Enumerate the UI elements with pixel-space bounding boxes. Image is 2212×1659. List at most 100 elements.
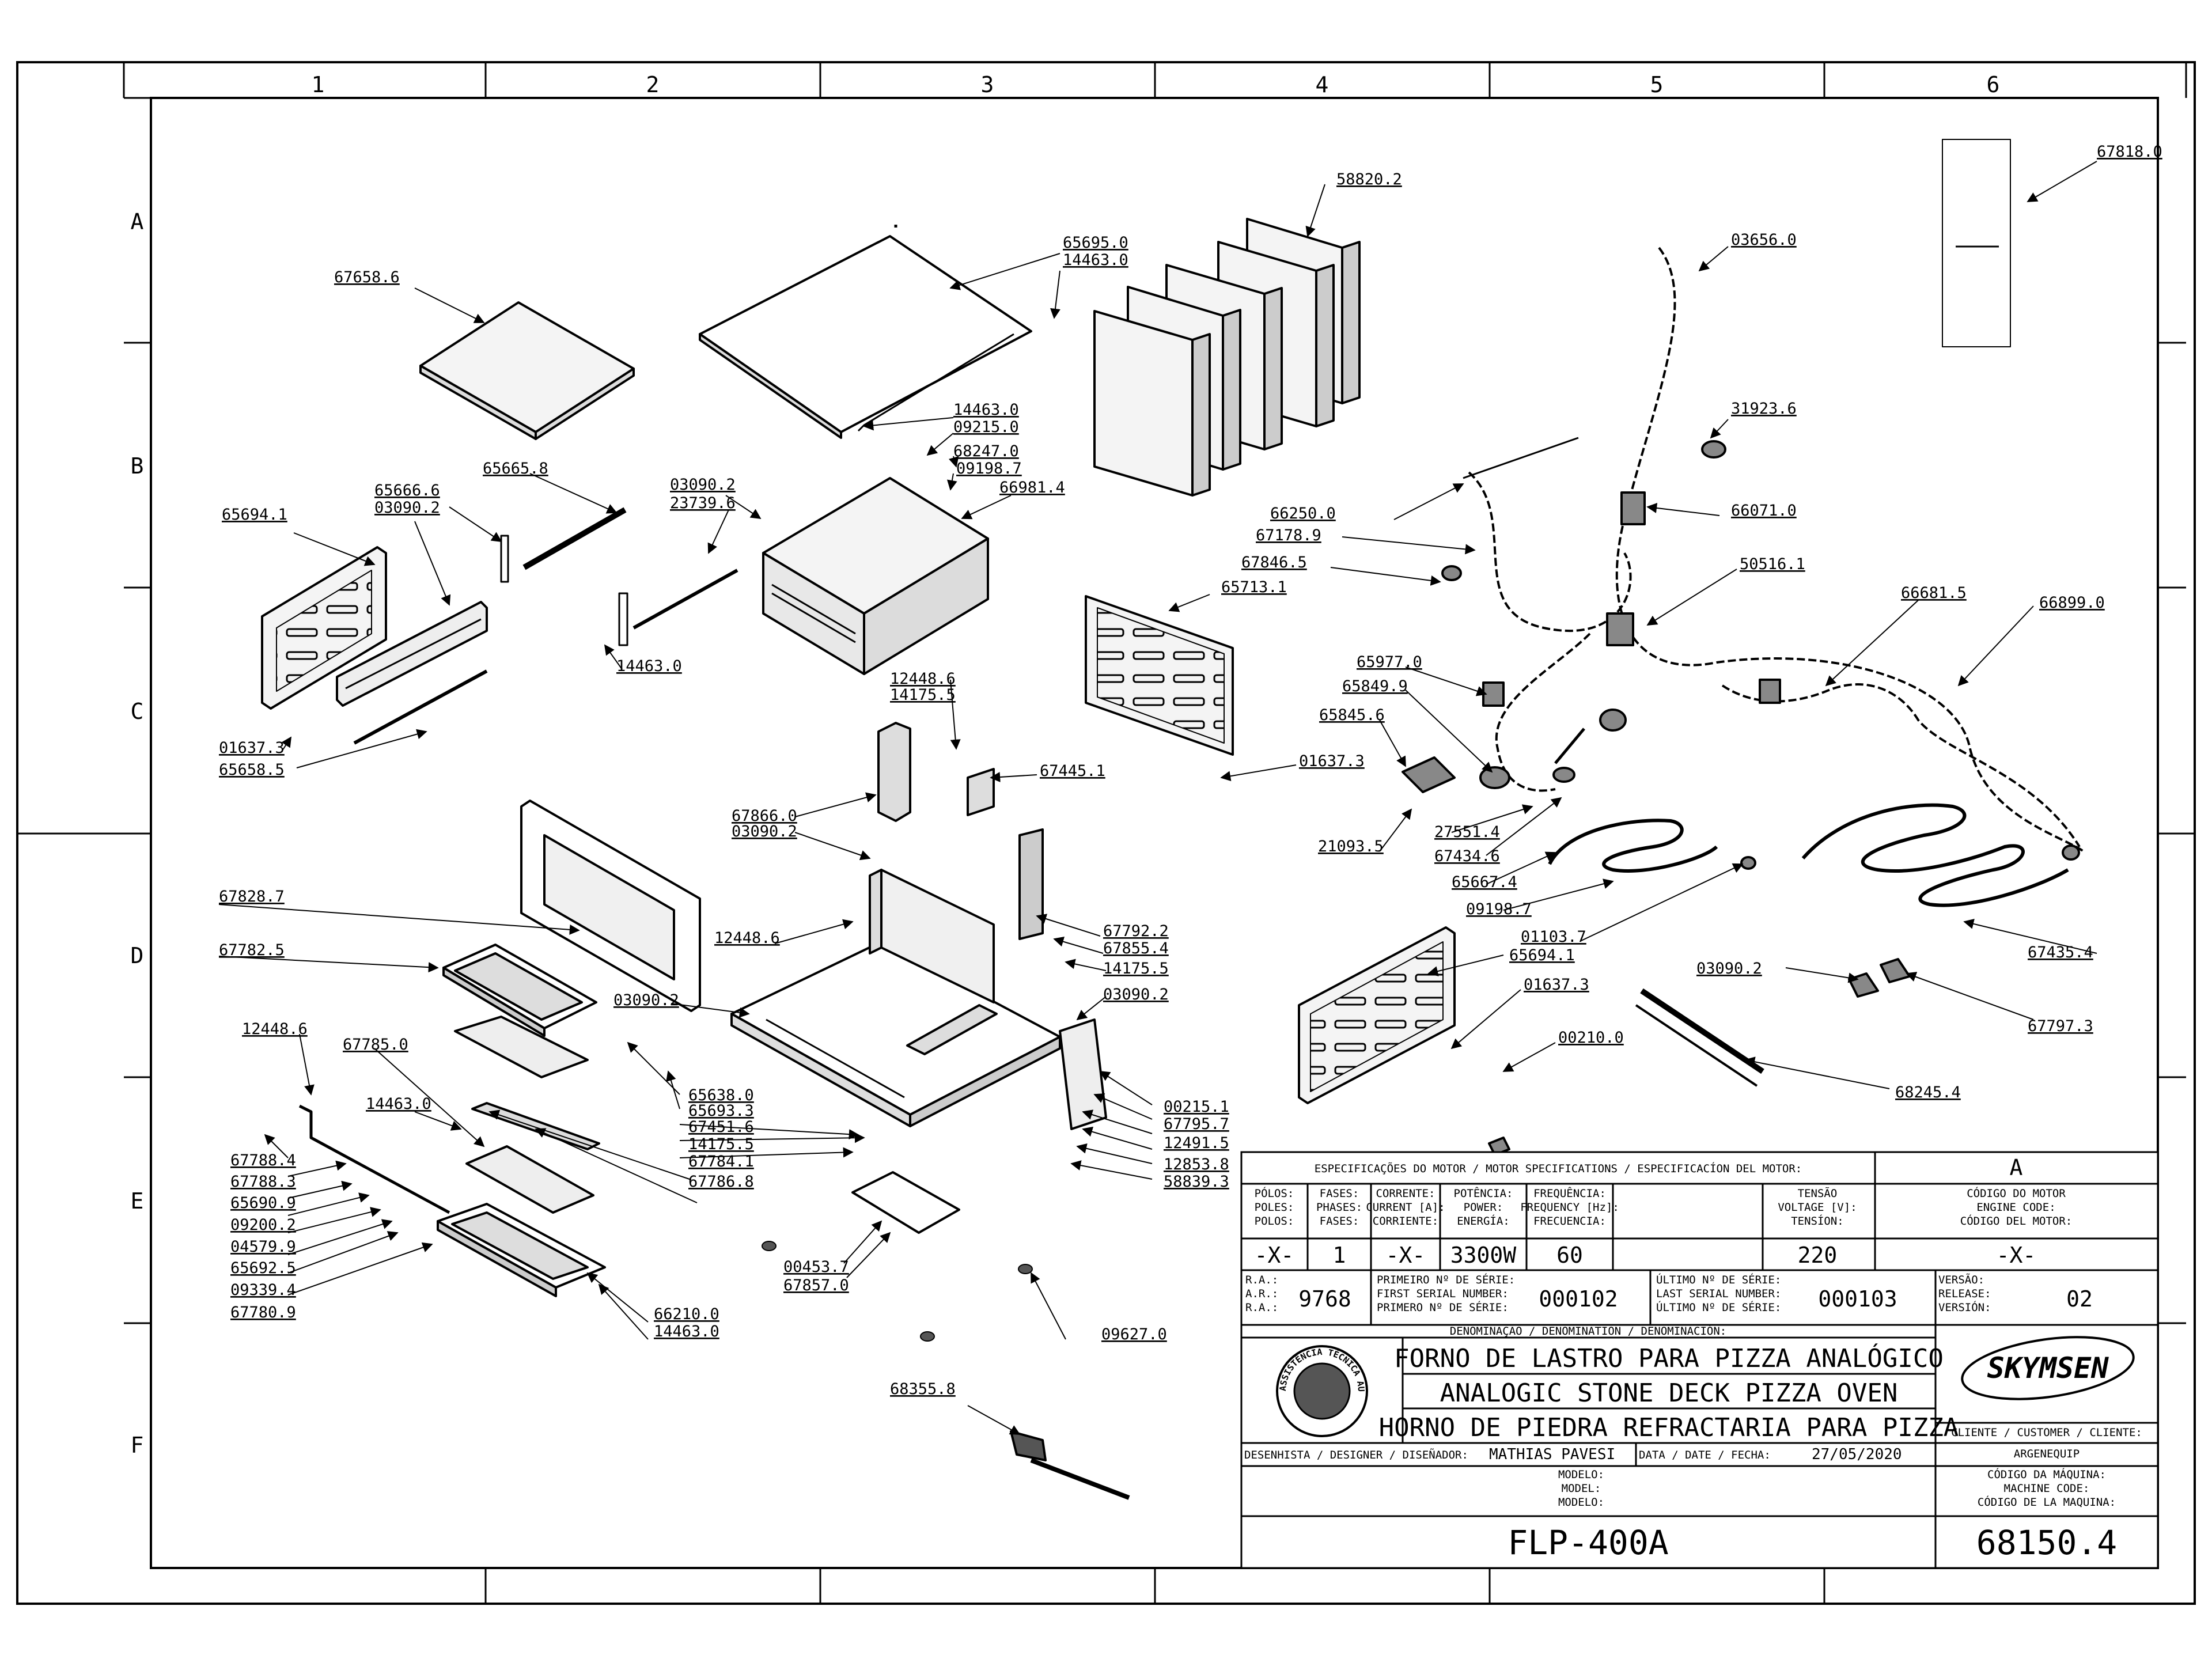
model-label-2: MODEL: xyxy=(1562,1482,1601,1495)
callout-01637-3-c: 01637.3 xyxy=(1524,976,1589,994)
part-door-hinge-rod xyxy=(298,1104,450,1214)
callout-68245-4: 68245.4 xyxy=(1895,1084,1961,1101)
callout-67846-5: 67846.5 xyxy=(1241,554,1307,571)
hdr-phases-2: PHASES: xyxy=(1316,1201,1362,1214)
callout-01103-7: 01103.7 xyxy=(1521,928,1586,946)
model-label-3: MODELO: xyxy=(1558,1496,1604,1509)
val-current: -X- xyxy=(1386,1243,1426,1268)
grid-col-5: 5 xyxy=(1650,72,1664,97)
callout-09215-0: 09215.0 xyxy=(953,418,1019,436)
hdr-power-2: POWER: xyxy=(1464,1201,1503,1214)
ra-value: 9768 xyxy=(1298,1286,1351,1312)
hdr-poles-2: POLES: xyxy=(1255,1201,1294,1214)
callout-50516-1: 50516.1 xyxy=(1740,555,1805,573)
callout-03090-2-d: 03090.2 xyxy=(613,991,679,1009)
hdr-phases-3: FASES: xyxy=(1320,1215,1359,1228)
ra-label-3: R.A.: xyxy=(1245,1301,1278,1314)
version-label-3: VERSIÓN: xyxy=(1938,1300,1991,1314)
callout-67780-9: 67780.9 xyxy=(230,1304,296,1321)
callout-03090-2-f: 03090.2 xyxy=(1696,960,1762,978)
callout-12853-8: 12853.8 xyxy=(1164,1156,1229,1173)
callout-67866-0: 67866.0 xyxy=(732,807,797,825)
hdr-engine-2: ENGINE CODE: xyxy=(1976,1201,2055,1214)
machine-code-label-1: CÓDIGO DA MÁQUINA: xyxy=(1987,1467,2106,1481)
revision-letter: A xyxy=(2010,1155,2023,1180)
callout-14175-5-a: 14175.5 xyxy=(890,686,956,704)
callout-03090-2-b: 03090.2 xyxy=(670,476,736,494)
callout-01637-3-a: 01637.3 xyxy=(219,739,285,757)
callout-14463-0-c: 14463.0 xyxy=(616,657,682,675)
part-capacitor xyxy=(1479,766,1510,789)
part-bracket xyxy=(967,768,995,816)
grid-row-b: B xyxy=(131,453,144,479)
hdr-current-3: CORRIENTE: xyxy=(1373,1215,1438,1228)
callout-67434-6: 67434.6 xyxy=(1434,847,1500,865)
hdr-phases-1: FASES: xyxy=(1320,1187,1359,1200)
val-frequency: 60 xyxy=(1556,1243,1583,1268)
part-wiring-harness xyxy=(1615,247,2086,854)
val-voltage: 220 xyxy=(1798,1243,1838,1268)
hdr-power-3: ENERGÍA: xyxy=(1457,1214,1510,1228)
part-foot-plate xyxy=(851,1171,960,1234)
machine-code-label-3: CÓDIGO DE LA MAQUINA: xyxy=(1978,1495,2116,1509)
date-value: 27/05/2020 xyxy=(1812,1446,1902,1463)
grid-row-f: F xyxy=(131,1433,144,1458)
part-door-frame xyxy=(442,944,597,1037)
callout-31923-6: 31923.6 xyxy=(1731,400,1797,418)
callout-67792-2: 67792.2 xyxy=(1103,922,1169,940)
hdr-freq-3: FRECUENCIA: xyxy=(1533,1215,1606,1228)
callout-67855-4: 67855.4 xyxy=(1103,940,1169,957)
grid-col-6: 6 xyxy=(1987,72,2000,97)
part-side-panel-left xyxy=(261,546,387,710)
callout-leaders xyxy=(218,161,2097,1435)
last-serial-value: 000103 xyxy=(1818,1286,1897,1312)
hdr-freq-2: FREQUENCY [Hz]: xyxy=(1520,1201,1619,1214)
first-serial-label-1: PRIMEIRO Nº DE SÉRIE: xyxy=(1377,1273,1515,1286)
callout-03090-2-c: 03090.2 xyxy=(732,823,797,840)
val-power: 3300W xyxy=(1450,1243,1517,1268)
grid-col-3: 3 xyxy=(981,72,994,97)
part-column xyxy=(877,722,911,822)
callout-23739-6: 23739.6 xyxy=(670,494,736,512)
callout-65638-0: 65638.0 xyxy=(688,1086,754,1104)
callout-65658-5: 65658.5 xyxy=(219,761,285,779)
part-side-panel-lower xyxy=(1298,926,1456,1104)
callout-12448-6-c: 12448.6 xyxy=(242,1020,308,1038)
part-heating-element-small xyxy=(1548,819,1718,873)
callout-00210-0: 00210.0 xyxy=(1558,1029,1624,1047)
machine-code-value: 68150.4 xyxy=(1976,1523,2117,1562)
version-label-2: RELEASE: xyxy=(1938,1287,1991,1300)
part-switch xyxy=(1482,681,1505,707)
model-label-1: MODELO: xyxy=(1558,1468,1604,1481)
grid-row-d: D xyxy=(131,943,144,968)
callout-12448-6-b: 12448.6 xyxy=(714,929,780,947)
part-fan xyxy=(1402,756,1456,793)
callout-67828-7: 67828.7 xyxy=(219,888,285,906)
callout-67435-4: 67435.4 xyxy=(2028,944,2093,961)
callout-67786-8: 67786.8 xyxy=(688,1173,754,1191)
callout-67451-6: 67451.6 xyxy=(688,1118,754,1136)
callout-58820-2: 58820.2 xyxy=(1336,171,1402,188)
callout-14175-5-c: 14175.5 xyxy=(688,1135,754,1153)
parts-drawing xyxy=(261,139,2086,1500)
last-serial-label-3: ÚLTIMO Nº DE SÉRIE: xyxy=(1656,1300,1781,1314)
grid-col-4: 4 xyxy=(1316,72,1329,97)
callout-66210-0: 66210.0 xyxy=(654,1305,719,1323)
callout-27551-4: 27551.4 xyxy=(1434,823,1500,841)
callout-65694-1-a: 65694.1 xyxy=(222,506,287,524)
callout-09198-7-a: 09198.7 xyxy=(956,460,1022,478)
model-value: FLP-400A xyxy=(1508,1523,1668,1562)
part-refractory-stones xyxy=(1093,218,1361,497)
grid-row-c: C xyxy=(131,699,144,724)
callout-65693-3: 65693.3 xyxy=(688,1102,754,1120)
callout-65667-4: 65667.4 xyxy=(1452,873,1517,891)
callout-65695-0: 65695.0 xyxy=(1063,234,1128,252)
ra-label-1: R.A.: xyxy=(1245,1274,1278,1286)
machine-code-label-2: MACHINE CODE: xyxy=(2004,1482,2090,1495)
callout-66250-0: 66250.0 xyxy=(1270,505,1336,522)
callout-14463-0-b: 14463.0 xyxy=(953,401,1019,419)
grid-row-e: E xyxy=(131,1188,144,1214)
part-inner-chamber xyxy=(762,477,989,675)
hdr-freq-1: FREQUÊNCIA: xyxy=(1533,1187,1606,1200)
